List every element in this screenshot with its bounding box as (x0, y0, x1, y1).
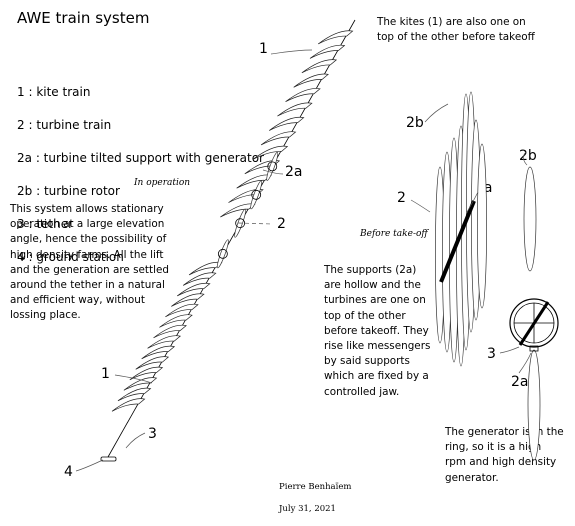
kite-wing (317, 30, 354, 45)
legend-item: 2a : turbine tilted support with generat… (17, 150, 264, 165)
legend-item: 4 : ground station (17, 249, 124, 264)
turbine-hub-ring (217, 248, 228, 259)
turbine-hub-ring (235, 218, 246, 229)
leader-kite-bottom (114, 374, 153, 384)
label-turbine-stack: 2 (397, 190, 406, 206)
label-rotor-stack: 2b (406, 115, 424, 131)
legend-item: 3 : tether (17, 216, 74, 231)
leader-rotor-single (523, 151, 528, 166)
turbine-hub-ring (267, 161, 278, 172)
ground-station-shape (100, 456, 117, 462)
leader-turbine-main (237, 222, 274, 225)
legend-item: 2b : turbine rotor (17, 183, 120, 198)
label-support-main: 2a (285, 164, 303, 180)
turbine-hub-ring (251, 189, 262, 200)
turbine-rotor (250, 180, 263, 210)
author-date: July 31, 2021 (279, 504, 336, 514)
kite-wing (220, 203, 256, 218)
label-turbine-main: 2 (277, 216, 286, 232)
kite-wing (111, 398, 146, 412)
leader-kite-top (270, 49, 313, 55)
leader-support-single (518, 352, 532, 374)
leader-rotor-stack (424, 103, 449, 123)
kite-wing (236, 174, 272, 189)
diagram-drawing (75, 19, 559, 472)
kite-wing (269, 116, 305, 131)
diagram-title: AWE train system (17, 9, 150, 27)
stacked-rotor-blade (477, 143, 487, 309)
legend: 1 : kite train 2 : turbine train 2a : tu… (17, 67, 264, 282)
label-ground-station: 4 (64, 464, 73, 480)
kite-wing (301, 59, 338, 74)
paragraph-kites-stacked: The kites (1) are also one on top of the… (377, 16, 535, 44)
kite-wing (277, 102, 313, 117)
turbine-rotor (266, 151, 279, 181)
kite-wing (123, 377, 158, 391)
leader-ground-station (75, 459, 104, 472)
kite-wing (117, 387, 152, 402)
kite-wing (165, 303, 199, 318)
kite-wing (147, 335, 181, 349)
kite-wing (285, 88, 321, 102)
paragraph-operation: This system allows stationary operation … (10, 203, 169, 322)
kite-wing (252, 145, 289, 160)
turbine-rotor (216, 239, 229, 269)
kite-wing (309, 44, 346, 59)
leader-tether (125, 432, 146, 449)
paragraph-supports: The supports (2a) are hollow and the tur… (324, 264, 431, 398)
kite-wing (182, 272, 217, 286)
legend-item: 1 : kite train (17, 84, 91, 99)
caption-before-takeoff: Before take-off (360, 229, 428, 239)
leader-support-stack (466, 191, 479, 213)
stack-support-bar (439, 200, 476, 283)
kite-wing (260, 131, 297, 146)
leader-tether-single (499, 346, 520, 354)
kite-wing (293, 73, 329, 88)
single-support-bar (518, 301, 550, 346)
rotor-blade-upper (523, 166, 537, 272)
kite-wing (135, 356, 170, 370)
author-name: Pierre Benhaïem (279, 482, 352, 492)
kite-wing (153, 324, 187, 339)
rotor-blade-lower (527, 349, 541, 461)
leader-turbine-stack (410, 199, 431, 213)
kite-wing (171, 293, 205, 307)
kite-wing (141, 345, 176, 360)
leader-support-main (262, 169, 284, 175)
label-tether: 3 (148, 426, 157, 442)
kite-wing (129, 366, 164, 381)
kite-wing (159, 314, 193, 328)
caption-in-operation: In operation (134, 178, 191, 188)
label-support-single: 2a (511, 374, 529, 390)
jaw (529, 345, 539, 352)
label-kite-top: 1 (259, 41, 268, 57)
label-tether-single: 3 (487, 346, 496, 362)
label-kite-bottom: 1 (101, 366, 110, 382)
kite-wing (188, 261, 223, 276)
generator-ring (509, 298, 559, 348)
kite-wing (177, 282, 211, 297)
legend-item: 2 : turbine train (17, 117, 112, 132)
